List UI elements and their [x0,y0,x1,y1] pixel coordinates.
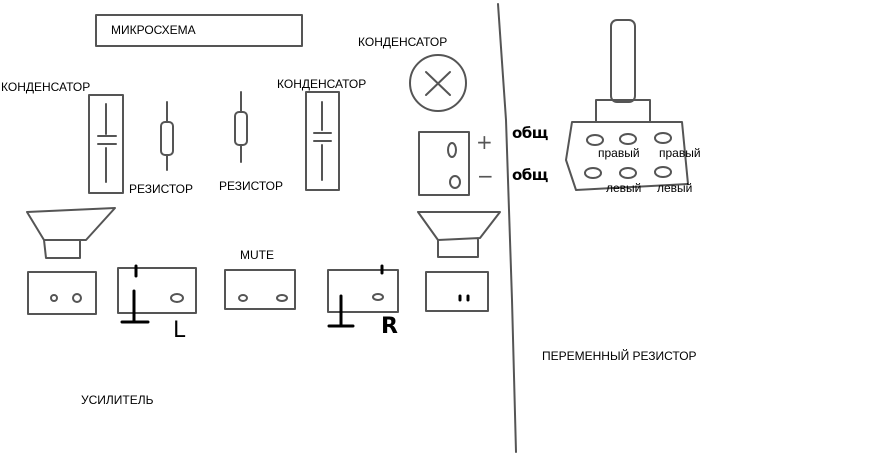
pot-body [565,121,689,191]
terminal-block-5 [425,271,489,312]
variable-resistor-label: ПЕРЕМЕННЫЙ РЕЗИСТОР [542,349,697,363]
resistor-1-body [160,121,174,156]
channel-right-label: R [381,314,398,339]
pot-left-label-2: левый [657,181,693,195]
pot-right-label-1: правый [598,146,640,160]
resistor-2-body [234,111,248,146]
common-label-2: общ [512,166,548,184]
common-label-1: общ [512,124,548,142]
panel-divider [497,3,517,453]
minus-sign: − [477,164,494,188]
ground-symbol-right [327,294,355,328]
chip-box [95,14,303,47]
chip-label: МИКРОСХЕМА [111,23,196,37]
capacitor-mid-label: КОНДЕНСАТОР [277,77,367,91]
channel-left-label: L [173,318,185,343]
square-capacitor [418,131,470,196]
amplifier-label: УСИЛИТЕЛЬ [81,393,154,407]
pot-right-label-2: правый [659,146,701,160]
terminal-block-1 [27,271,97,315]
round-capacitor [409,54,467,112]
capacitor-left-label: КОНДЕНСАТОР [1,80,91,94]
mute-label: MUTE [240,248,274,262]
capacitor-mid-body [305,91,340,191]
ground-symbol-left [120,289,150,324]
resistor-2-label: РЕЗИСТОР [219,179,284,193]
speaker-left [26,207,116,259]
pot-left-label-1: левый [606,181,642,195]
capacitor-left-body [88,94,124,194]
plus-sign: + [476,130,493,154]
terminal-block-2 [117,267,197,314]
resistor-1-label: РЕЗИСТОР [129,182,194,196]
terminal-block-mute [224,269,296,310]
terminal-block-4 [327,269,399,313]
pot-shaft [610,19,636,103]
pot-collar [595,99,651,123]
speaker-right [417,211,501,258]
capacitor-top-label: КОНДЕНСАТОР [358,35,448,49]
